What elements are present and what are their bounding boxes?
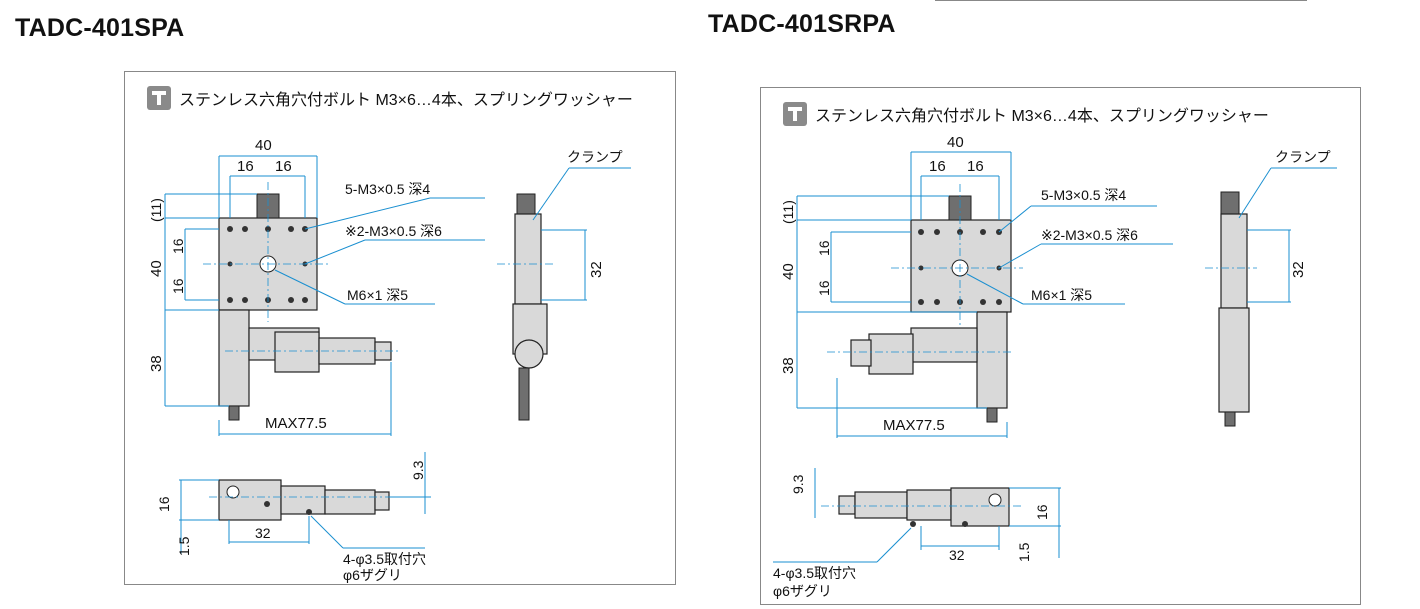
bolt-note: ステンレス六角穴付ボルト M3×6…4本、スプリングワッシャー [783, 102, 1269, 126]
mount-hole [962, 521, 968, 527]
dim-eleven: (11) [780, 200, 796, 224]
label-max-length: MAX77.5 [883, 417, 945, 434]
side-body [1218, 307, 1250, 413]
dim-v-pitch-a: 16 [170, 238, 186, 254]
tap-holes [918, 229, 1002, 305]
bolt-note-text: ステンレス六角穴付ボルト M3×6…4本、スプリングワッシャー [815, 108, 1269, 125]
dim-bottom-1-5: 1.5 [1016, 542, 1032, 562]
dimension-lines [164, 155, 485, 436]
micrometer-sleeve [274, 331, 320, 373]
bottom-base [950, 487, 1010, 527]
label-center-tap: M6×1 深5 [347, 287, 408, 303]
dim-pitch-b: 16 [967, 158, 984, 175]
dim-height: 40 [780, 263, 797, 280]
lock-screw [228, 405, 240, 421]
tap-holes [227, 226, 308, 303]
dim-side-32: 32 [1290, 261, 1307, 278]
bottom-base [218, 479, 282, 521]
label-max-length: MAX77.5 [265, 415, 327, 432]
drawing-panel-right: ステンレス六角穴付ボルト M3×6…4本、スプリングワッシャー [760, 87, 1361, 605]
technical-drawing-left: 40 16 16 5-M3×0.5 深4 ※2-M3×0.5 深6 M6×1 深… [148, 137, 631, 583]
side-clamp-knob [516, 193, 536, 215]
dim-side-32: 32 [588, 261, 605, 278]
bolt-icon [147, 86, 171, 110]
side-clamp-knob [1220, 191, 1240, 215]
label-mount-holes: 4-φ3.5取付穴 [343, 551, 426, 567]
model-title-left: TADC-401SPA [15, 14, 185, 42]
mount-hole [306, 509, 312, 515]
bottom-thimble [854, 491, 908, 519]
z-slide-body [976, 311, 1008, 409]
dimension-lines [796, 151, 1173, 438]
label-tap-2: ※2-M3×0.5 深6 [345, 223, 442, 239]
dim-bottom-9-3: 9.3 [790, 474, 806, 494]
dim-bottom-16: 16 [1034, 504, 1050, 520]
side-shaft [518, 367, 530, 421]
dim-bottom-32: 32 [949, 547, 965, 563]
bolt-note-text: ステンレス六角穴付ボルト M3×6…4本、スプリングワッシャー [179, 92, 633, 109]
dim-bottom-32: 32 [255, 525, 271, 541]
side-knob [514, 339, 544, 369]
bottom-hex [988, 493, 1002, 507]
side-shaft [1224, 411, 1236, 427]
dim-pitch-a: 16 [237, 158, 254, 175]
bottom-thimble [324, 489, 376, 515]
dim-width: 40 [255, 137, 272, 154]
bottom-ratchet [374, 491, 390, 511]
dim-bottom-16: 16 [156, 496, 172, 512]
dim-bottom-9-3: 9.3 [410, 460, 426, 480]
micrometer-mount [910, 327, 978, 363]
top-rule [935, 0, 1307, 1]
technical-drawing-right: 40 16 16 5-M3×0.5 深4 ※2-M3×0.5 深6 M6×1 深… [773, 134, 1337, 599]
side-stage [1220, 213, 1248, 309]
dim-thirty-eight: 38 [148, 355, 165, 372]
label-clamp: クランプ [1275, 149, 1331, 165]
z-slide-body [218, 309, 250, 407]
micrometer-thimble [850, 339, 872, 367]
micrometer-sleeve [868, 333, 914, 375]
label-clamp: クランプ [567, 149, 623, 165]
bottom-hex [226, 485, 240, 499]
mount-hole [910, 521, 916, 527]
dim-pitch-b: 16 [275, 158, 292, 175]
side-stage [514, 213, 542, 305]
model-title-right: TADC-401SRPA [708, 10, 896, 38]
dim-width: 40 [947, 134, 964, 151]
bottom-ratchet [838, 495, 856, 515]
bolt-note: ステンレス六角穴付ボルト M3×6…4本、スプリングワッシャー [147, 86, 633, 110]
label-tap-2: ※2-M3×0.5 深6 [1041, 227, 1138, 243]
label-center-tap: M6×1 深5 [1031, 287, 1092, 303]
bolt-icon [783, 102, 807, 126]
label-mount-holes: 4-φ3.5取付穴 [773, 565, 856, 581]
drawing-panel-left: ステンレス六角穴付ボルト M3×6…4本、スプリングワッシャー [124, 71, 676, 585]
label-counterbore: φ6ザグリ [343, 567, 402, 583]
dim-thirty-eight: 38 [780, 357, 797, 374]
label-tap-5: 5-M3×0.5 深4 [345, 181, 430, 197]
lock-screw [986, 407, 998, 423]
dim-eleven: (11) [148, 198, 164, 222]
bottom-sleeve [280, 485, 326, 515]
bottom-sleeve [906, 489, 952, 521]
dim-v-pitch-b: 16 [170, 278, 186, 294]
dim-v-pitch-b: 16 [816, 280, 832, 296]
dim-pitch-a: 16 [929, 158, 946, 175]
label-tap-5: 5-M3×0.5 深4 [1041, 187, 1126, 203]
mount-hole [264, 501, 270, 507]
label-counterbore: φ6ザグリ [773, 583, 832, 599]
dim-bottom-1-5: 1.5 [176, 536, 192, 556]
dim-height: 40 [148, 260, 165, 277]
dim-v-pitch-a: 16 [816, 240, 832, 256]
